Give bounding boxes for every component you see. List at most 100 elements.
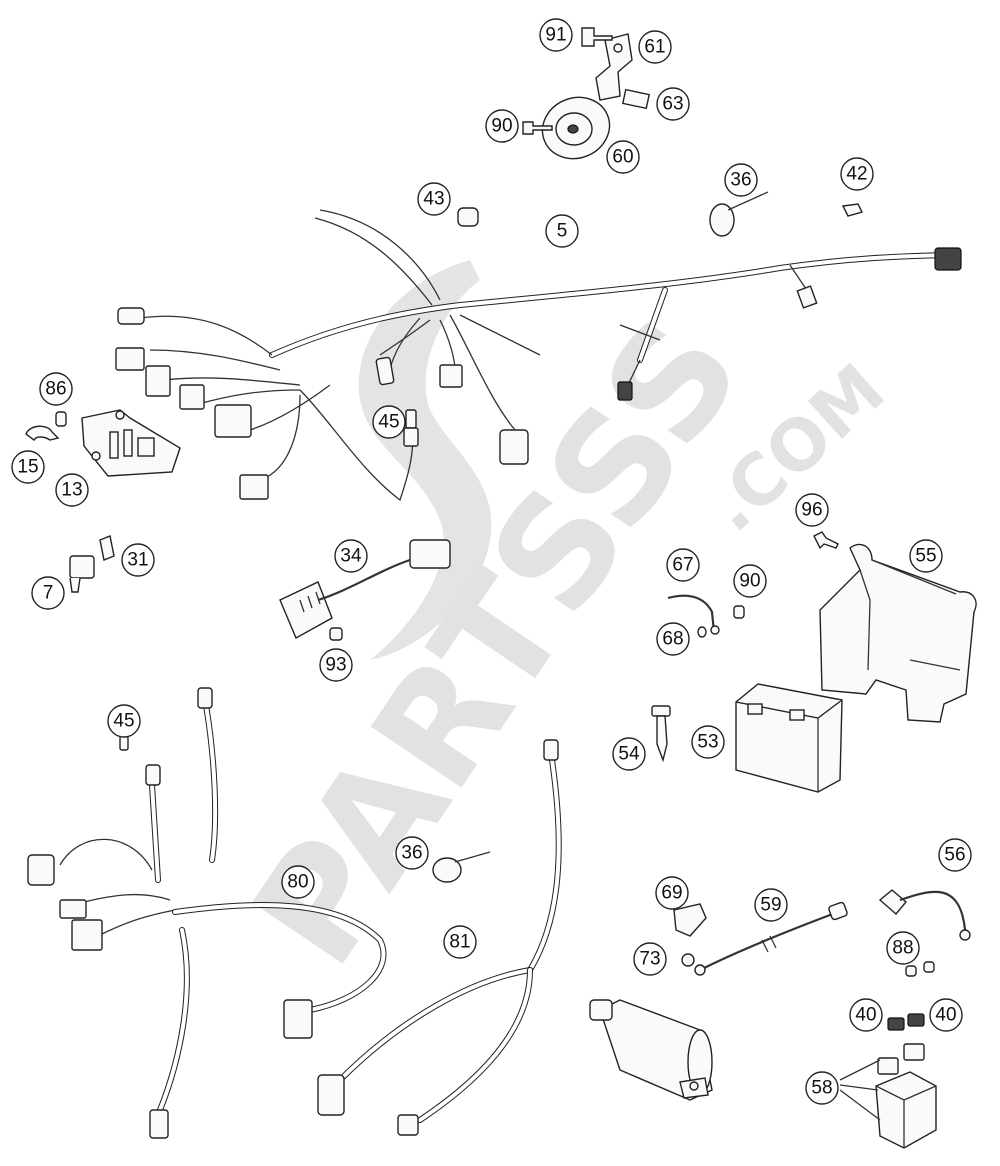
svg-text:42: 42 bbox=[846, 164, 867, 185]
callout-53: 53 bbox=[691, 725, 725, 759]
horn-screw-side bbox=[522, 121, 553, 135]
callout-36-lower: 36 bbox=[395, 836, 429, 870]
harness-connector-a bbox=[117, 307, 145, 325]
svg-text:56: 56 bbox=[944, 845, 965, 866]
svg-text:55: 55 bbox=[915, 546, 936, 567]
callout-34: 34 bbox=[334, 539, 368, 573]
horn-bracket-hole bbox=[613, 43, 623, 53]
horn-center bbox=[567, 124, 579, 134]
callout-91: 91 bbox=[539, 18, 573, 52]
callout-40-left: 40 bbox=[849, 998, 883, 1032]
horn-bracket bbox=[595, 33, 633, 101]
callout-61: 61 bbox=[638, 30, 672, 64]
cable-tie-lower bbox=[432, 851, 491, 883]
callout-36-top: 36 bbox=[724, 163, 758, 197]
starter-harness-terminal bbox=[397, 1114, 419, 1136]
callout-67: 67 bbox=[666, 548, 700, 582]
svg-text:40: 40 bbox=[935, 1005, 956, 1026]
starter-harness bbox=[317, 739, 562, 1136]
cable-tie-top bbox=[709, 191, 769, 237]
starter-motor bbox=[589, 999, 713, 1101]
svg-text:91: 91 bbox=[545, 25, 566, 46]
callout-7: 7 bbox=[31, 576, 65, 610]
svg-text:80: 80 bbox=[287, 872, 308, 893]
harness-fuse-holder bbox=[796, 285, 818, 309]
horn-clip-nut bbox=[621, 88, 651, 110]
callout-59: 59 bbox=[754, 888, 788, 922]
svg-text:67: 67 bbox=[672, 555, 693, 576]
svg-text:53: 53 bbox=[697, 732, 718, 753]
callout-5: 5 bbox=[545, 214, 579, 248]
battery-box-screw bbox=[813, 531, 839, 550]
svg-text:61: 61 bbox=[644, 37, 665, 58]
spare-fuses bbox=[887, 1013, 925, 1031]
svg-text:45: 45 bbox=[113, 711, 134, 732]
mounting-plate bbox=[81, 409, 181, 477]
fuse-45-top bbox=[403, 409, 419, 447]
harness-connector-e bbox=[214, 404, 252, 438]
battery-cable bbox=[878, 889, 971, 941]
starter-relay bbox=[839, 1043, 937, 1149]
callout-58: 58 bbox=[805, 1071, 839, 1105]
svg-text:31: 31 bbox=[127, 550, 148, 571]
horn-screw-top bbox=[581, 27, 613, 47]
harness-connector-g bbox=[439, 364, 463, 388]
callout-40-right: 40 bbox=[929, 998, 963, 1032]
svg-text:86: 86 bbox=[45, 379, 66, 400]
callout-45-top: 45 bbox=[372, 405, 406, 439]
callout-42: 42 bbox=[840, 157, 874, 191]
svg-text:40: 40 bbox=[855, 1005, 876, 1026]
main-wiring-harness bbox=[115, 209, 962, 502]
voltage-regulator bbox=[279, 539, 451, 639]
fuse-puller-tool bbox=[651, 705, 671, 763]
battery-box bbox=[819, 543, 977, 723]
svg-text:73: 73 bbox=[639, 949, 660, 970]
svg-text:43: 43 bbox=[423, 189, 444, 210]
starter-harness-connector bbox=[317, 1074, 345, 1116]
callout-73: 73 bbox=[633, 942, 667, 976]
harness-connector-pigtail bbox=[617, 381, 633, 401]
svg-text:88: 88 bbox=[892, 938, 913, 959]
callout-45-lower: 45 bbox=[107, 704, 141, 738]
callout-88: 88 bbox=[886, 931, 920, 965]
callout-86: 86 bbox=[39, 372, 73, 406]
lighting-connector-e bbox=[149, 1109, 169, 1139]
callout-15: 15 bbox=[11, 450, 45, 484]
horn-assembly bbox=[522, 27, 651, 160]
lighting-harness bbox=[27, 687, 387, 1139]
battery bbox=[735, 683, 843, 793]
harness-connector-c bbox=[145, 365, 171, 397]
terminal-nut bbox=[681, 953, 695, 967]
svg-text:36: 36 bbox=[401, 843, 422, 864]
harness-connector-f bbox=[239, 474, 269, 500]
fuse-45-lower bbox=[119, 735, 129, 751]
svg-text:96: 96 bbox=[801, 500, 822, 521]
svg-text:7: 7 bbox=[43, 583, 54, 604]
relay-bracket bbox=[99, 535, 115, 561]
callout-43: 43 bbox=[417, 182, 451, 216]
watermark-swirl-logo bbox=[358, 260, 492, 660]
svg-text:93: 93 bbox=[325, 655, 346, 676]
svg-text:5: 5 bbox=[557, 221, 568, 242]
relay-screws bbox=[905, 961, 935, 977]
callout-56: 56 bbox=[938, 838, 972, 872]
regulator-screw bbox=[329, 627, 343, 641]
wire-clamp bbox=[25, 425, 60, 442]
svg-text:68: 68 bbox=[662, 629, 683, 650]
callout-54: 54 bbox=[612, 737, 646, 771]
harness-terminal-a bbox=[375, 356, 395, 386]
rubber-grommet bbox=[457, 207, 479, 227]
svg-text:63: 63 bbox=[662, 94, 683, 115]
callout-80: 80 bbox=[281, 865, 315, 899]
callout-69: 69 bbox=[655, 876, 689, 910]
lighting-connector-a bbox=[27, 854, 55, 886]
svg-text:34: 34 bbox=[340, 546, 362, 567]
svg-text:15: 15 bbox=[17, 457, 38, 478]
svg-text:54: 54 bbox=[618, 744, 640, 765]
regulator-connector bbox=[409, 539, 451, 569]
harness-end-connector bbox=[934, 247, 962, 271]
small-clip-42 bbox=[841, 203, 864, 217]
plate-screw bbox=[55, 411, 67, 427]
svg-text:13: 13 bbox=[61, 480, 82, 501]
